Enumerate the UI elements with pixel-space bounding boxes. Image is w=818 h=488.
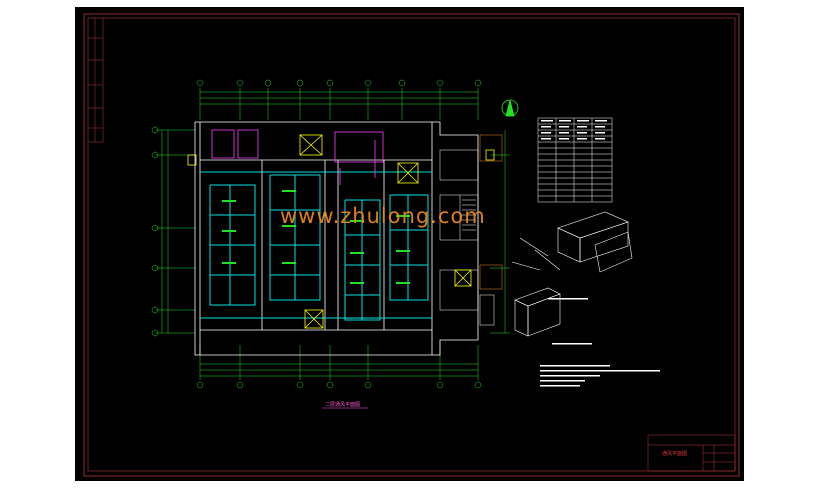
equipment-schedule: [537, 117, 613, 203]
inner-frame: [87, 17, 736, 472]
magenta-risers: [211, 129, 384, 185]
schedule-text-marks: [541, 120, 607, 140]
isometric-details: [511, 211, 633, 337]
duct-runs: [200, 171, 432, 321]
plan-annotations: [222, 190, 410, 284]
title-block: [647, 434, 736, 472]
stair-core: [439, 134, 503, 326]
title-block-name: 通风平面图: [662, 451, 688, 457]
detail-notes: [540, 298, 660, 387]
top-dimensions: [199, 88, 479, 120]
bottom-dimensions: [199, 345, 479, 380]
watermark: www.zhulong.com: [280, 204, 486, 228]
building-walls: [194, 121, 479, 356]
equipment-boxes: [187, 134, 495, 329]
drawing-sheet: [75, 7, 744, 481]
bottom-axis-bubbles: [196, 381, 482, 389]
north-arrow: [501, 99, 519, 117]
left-dimensions: [151, 126, 195, 337]
outer-frame: [83, 13, 740, 477]
left-title-strip: [88, 18, 104, 143]
plan-title: 二层通风平面图: [325, 402, 361, 408]
top-axis-bubbles: [196, 79, 482, 87]
right-dimensions: [490, 130, 510, 334]
